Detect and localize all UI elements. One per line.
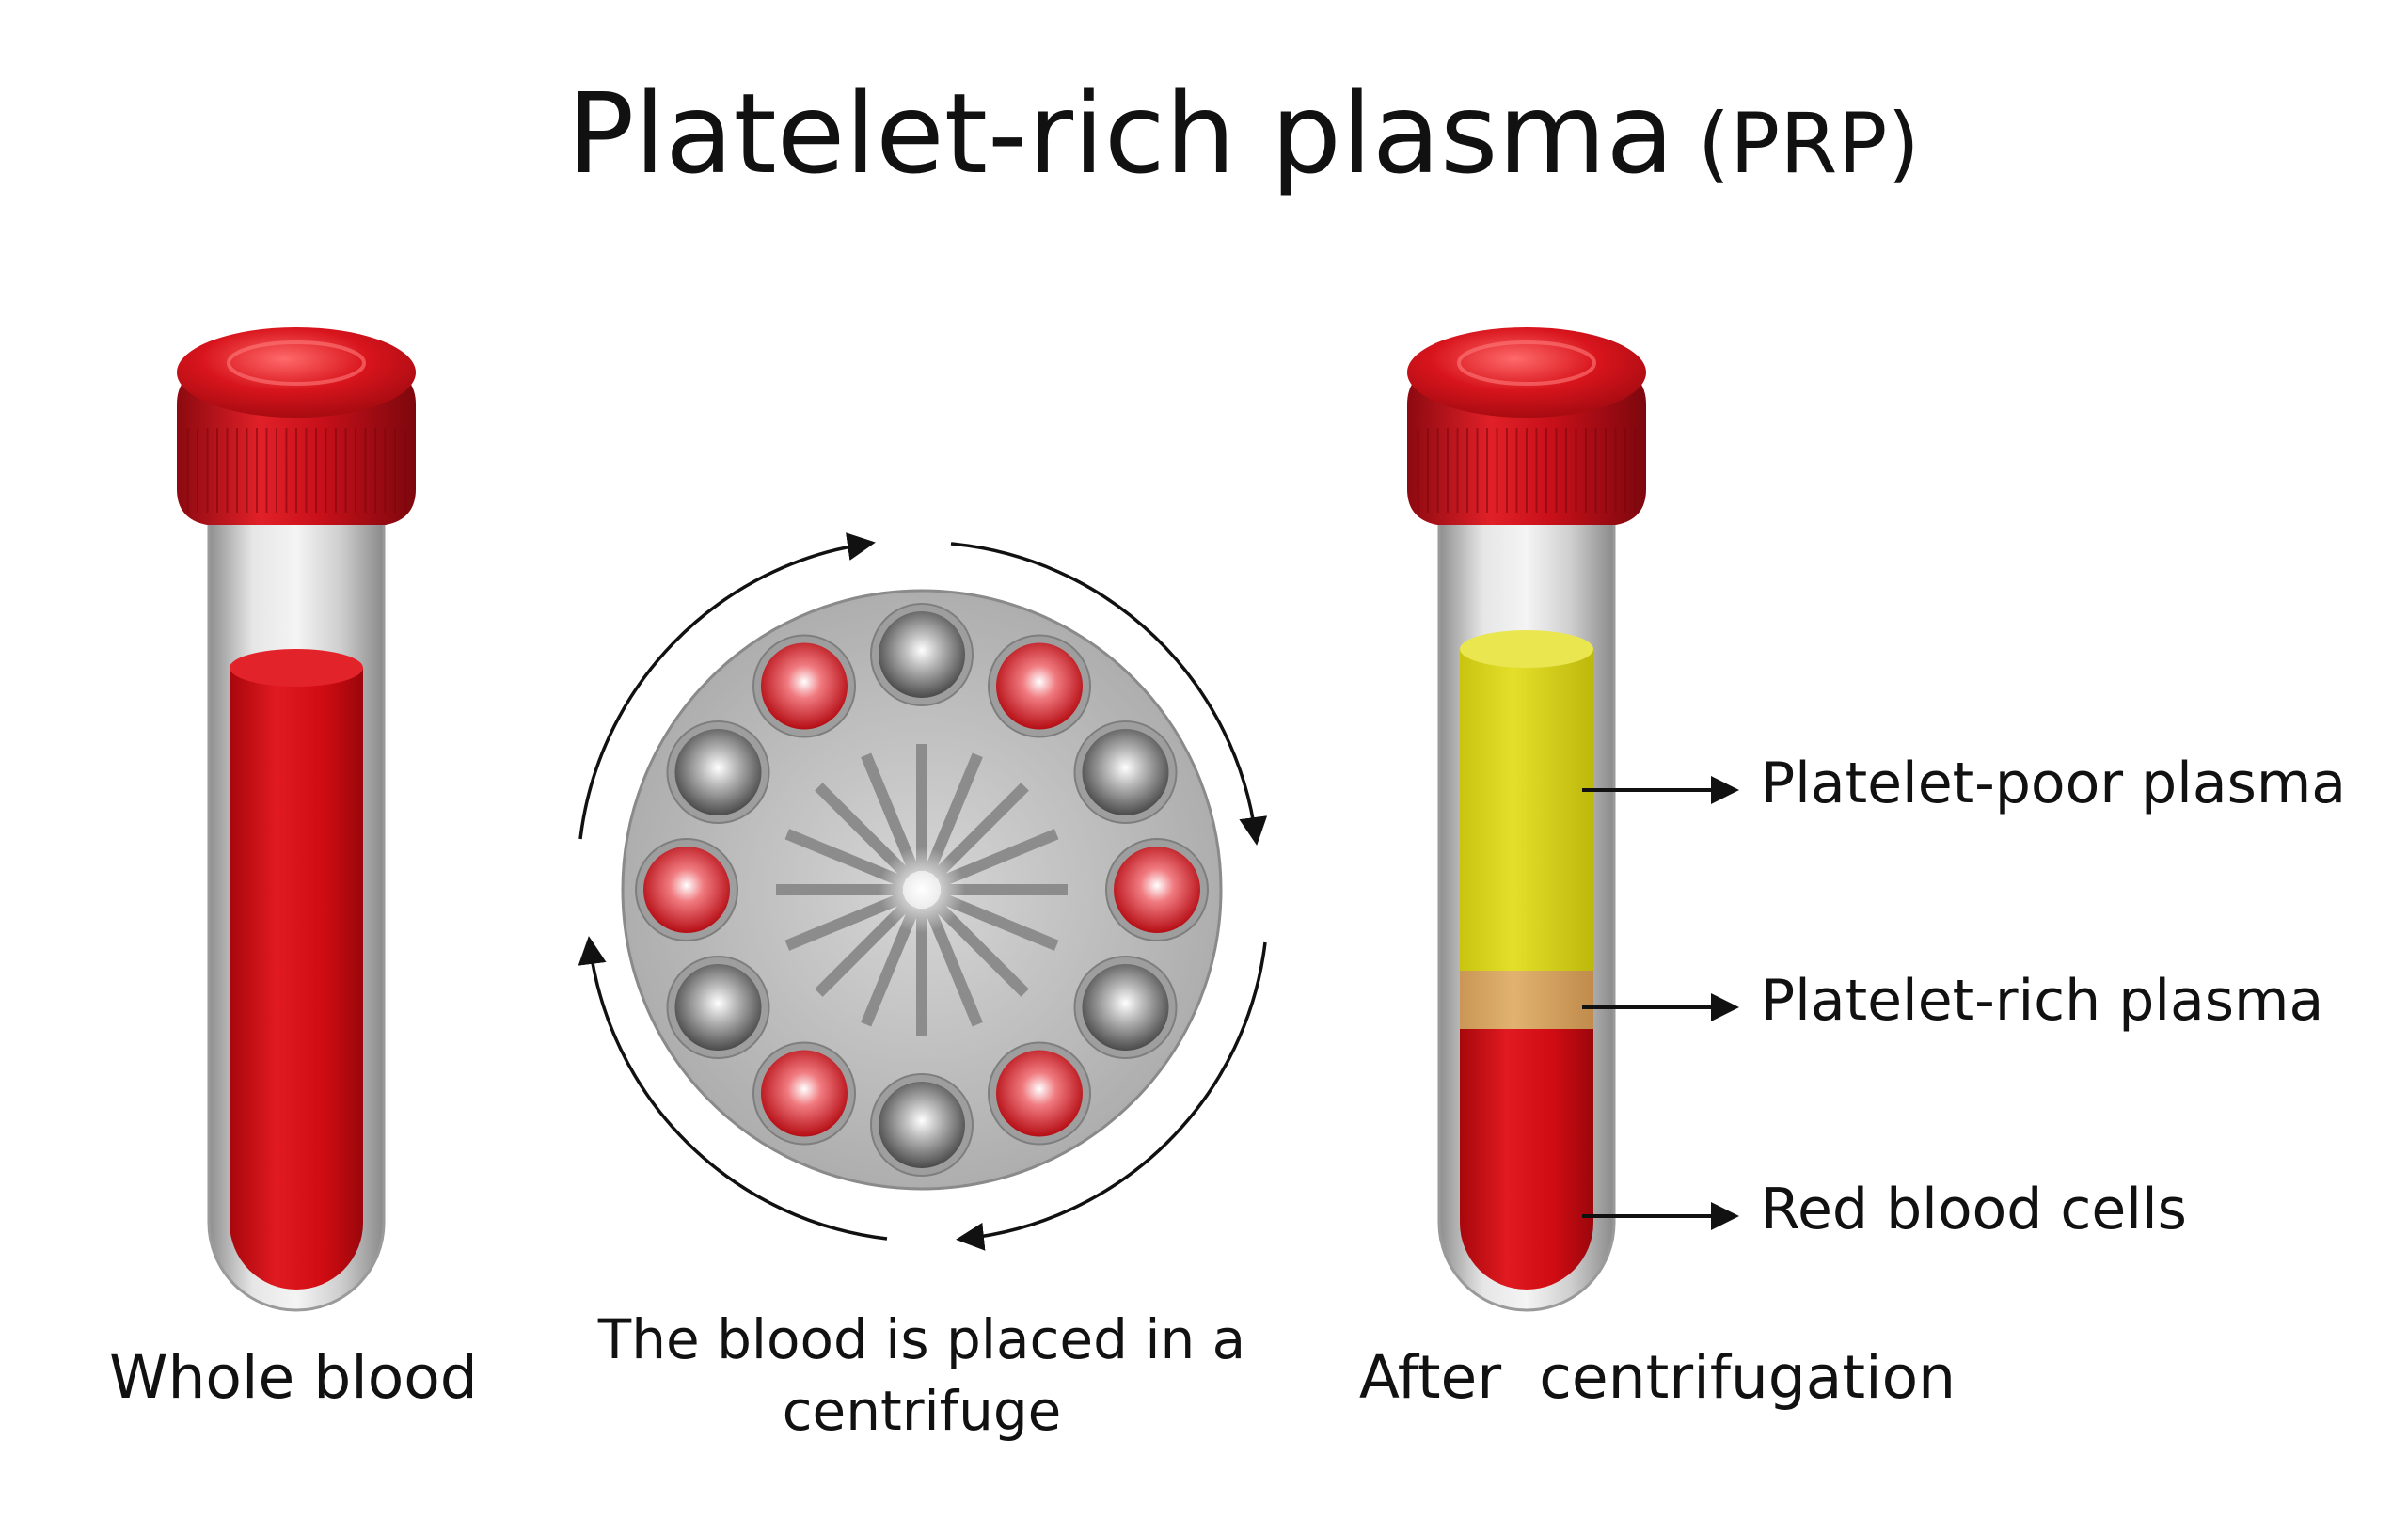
tube-cap-top [177,327,416,418]
cap-ridges [186,428,406,513]
centrifuge [578,532,1268,1251]
plasma-surface [1460,630,1593,668]
slot-tube-red [996,1050,1083,1137]
whole-blood-surface [230,649,363,687]
tube-cap-rim [1457,340,1596,386]
tube-cap-rim [227,340,366,386]
label-red-blood-cells: Red blood cells [1761,1177,2187,1242]
slot-tube-gray [879,611,965,698]
whole-blood-fill [230,668,363,1290]
slot-tube-gray [674,964,762,1051]
label-platelet-poor-plasma: Platelet-poor plasma [1761,751,2346,816]
rotation-arrow-bottom [956,941,1267,1251]
centrifuge-caption-line1: The blood is placed in a [597,1307,1245,1371]
slot-tube-gray [674,729,762,815]
slot-tube-red [996,642,1083,730]
whole-blood-tube [177,327,416,1312]
slot-tube-gray [1082,729,1169,815]
layer-platelet-poor-plasma [1460,649,1593,971]
slot-tube-gray [1082,964,1169,1051]
rotation-arrow-right [950,542,1268,846]
after-centrifugation-label: After centrifugation [1359,1343,1956,1412]
layer-labels: Platelet-poor plasma Platelet-rich plasm… [1582,751,2346,1242]
slot-tube-red [1114,847,1200,933]
title-abbr: (PRP) [1698,95,1920,192]
slot-tube-gray [879,1082,965,1168]
rotor-slots [635,603,1209,1177]
layer-red-blood-cells [1460,1027,1593,1290]
slot-tube-red [761,642,848,730]
label-platelet-rich-plasma: Platelet-rich plasma [1761,968,2323,1034]
rotation-arrow-left [578,936,888,1241]
slot-tube-red [761,1050,848,1137]
title-main: Platelet-rich plasma [567,69,1674,198]
slot-tube-red [643,847,730,933]
diagram-title: Platelet-rich plasma (PRP) [567,69,1920,198]
rotor-hub [879,847,965,933]
rotation-arrow-top [578,532,876,840]
centrifuge-caption-line2: centrifuge [783,1379,1062,1443]
whole-blood-label: Whole blood [109,1343,478,1412]
separated-tube [1407,327,1646,1312]
cap-ridges [1417,428,1637,513]
layer-platelet-rich-plasma [1460,969,1593,1029]
tube-cap-top [1407,327,1646,418]
